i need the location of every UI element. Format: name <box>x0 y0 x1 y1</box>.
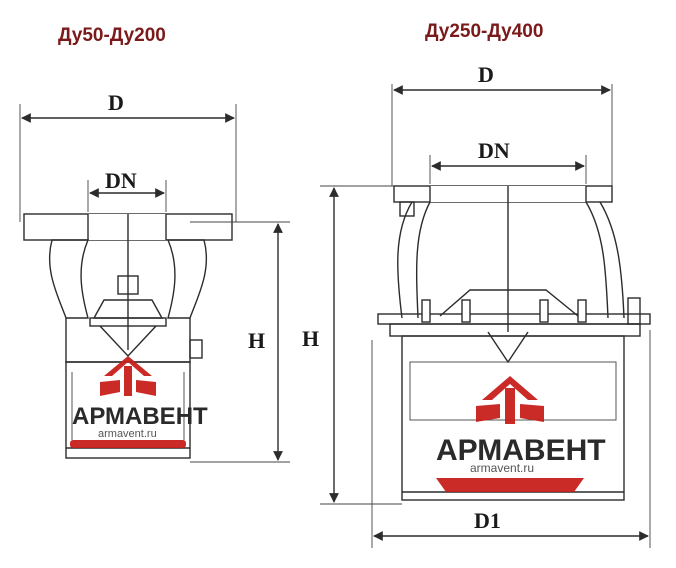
watermark-brand-right: АРМАВЕНТ <box>436 434 606 467</box>
left-dim-D: D <box>108 90 124 115</box>
watermark-url-right: armavent.ru <box>470 461 534 475</box>
watermark-logo-left <box>70 356 186 448</box>
left-valve-drawing <box>19 104 290 463</box>
watermark-logo-right <box>436 376 584 492</box>
right-dim-DN: DN <box>478 138 510 163</box>
left-dim-DN: DN <box>105 168 137 193</box>
left-title: Ду50-Ду200 <box>58 25 166 46</box>
right-dim-H: H <box>302 326 319 351</box>
watermark-url-left: armavent.ru <box>98 428 157 440</box>
watermark-brand-left: АРМАВЕНТ <box>72 403 208 430</box>
right-dim-D1: D1 <box>474 508 501 533</box>
left-dim-H: H <box>248 328 265 353</box>
right-valve-drawing <box>320 84 651 548</box>
right-dim-D: D <box>478 62 494 87</box>
right-title: Ду250-Ду400 <box>425 21 543 42</box>
